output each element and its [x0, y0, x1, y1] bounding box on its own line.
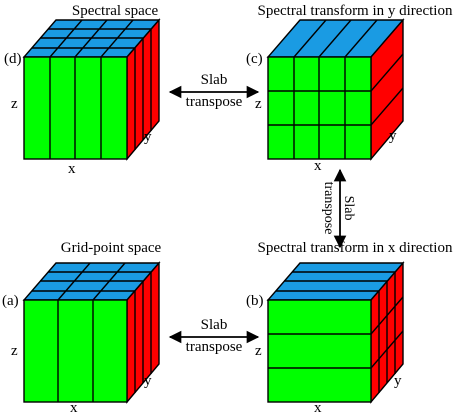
arrow-bottom-slab-transpose: Slab transpose — [168, 317, 260, 355]
panel-a-grid-point-space: Grid-point space (a) z x y — [2, 240, 162, 414]
panel-b-axis-z: z — [255, 343, 262, 359]
panel-a-title: Grid-point space — [61, 240, 162, 256]
arrow-top-line2: transpose — [186, 94, 243, 110]
arrow-top-slab-transpose: Slab transpose — [168, 72, 260, 110]
panel-c-axis-z: z — [255, 96, 262, 112]
panel-a-axis-z: z — [11, 343, 18, 359]
panel-b-cube — [266, 261, 405, 404]
panel-c-cube — [266, 18, 405, 161]
panel-d-axis-x: x — [68, 161, 76, 177]
panel-d-axis-z: z — [11, 96, 18, 112]
cube-front-face — [23, 299, 128, 403]
arrow-right-slab-transpose: Slab transpose — [321, 168, 356, 249]
panel-a-axis-x: x — [70, 400, 78, 414]
arrow-right-line2: transpose — [321, 182, 336, 235]
panel-d-cube — [22, 18, 161, 161]
arrow-top-line1: Slab — [201, 72, 228, 88]
panel-c-axis-y: y — [389, 128, 397, 144]
panel-b-spectral-transform-x: Spectral transform in x direction (b) z … — [246, 240, 453, 414]
panel-d-axis-y: y — [144, 129, 152, 145]
panel-a-tag: (a) — [2, 293, 19, 309]
panel-b-tag: (b) — [246, 293, 264, 309]
panel-b-title: Spectral transform in x direction — [258, 240, 453, 256]
panel-c-tag: (c) — [246, 51, 263, 67]
panel-b-axis-y: y — [394, 373, 402, 389]
panel-c-spectral-transform-y: Spectral transform in y direction (c) z … — [246, 3, 453, 174]
panel-c-title: Spectral transform in y direction — [258, 3, 453, 19]
arrow-bottom-line1: Slab — [201, 317, 228, 333]
panel-b-axis-x: x — [314, 400, 322, 414]
panel-a-cube — [22, 261, 161, 404]
arrow-bottom-line2: transpose — [186, 339, 243, 355]
panel-a-axis-y: y — [144, 373, 152, 389]
panel-d-title: Spectral space — [72, 3, 159, 19]
panel-d-tag: (d) — [4, 51, 22, 67]
cube-front-face — [267, 299, 372, 403]
panel-c-axis-x: x — [314, 158, 322, 174]
panel-d-spectral-space: Spectral space (d) z x — [4, 3, 161, 177]
arrow-right-line1: Slab — [341, 196, 356, 221]
